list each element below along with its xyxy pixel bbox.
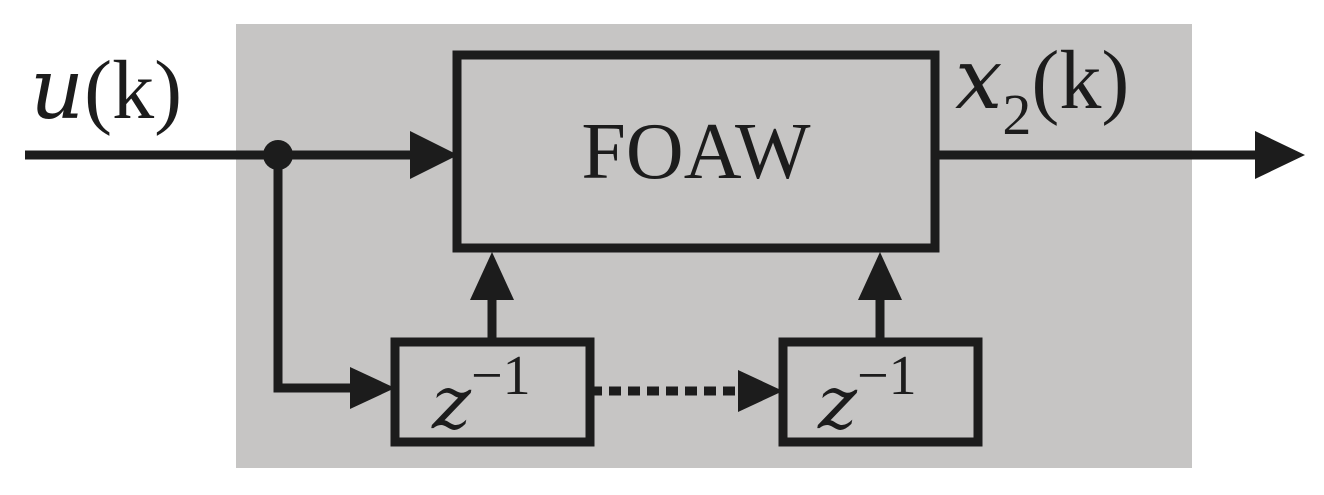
input-arrowhead [410, 131, 458, 179]
output-signal-label: x2(k) [955, 30, 1129, 147]
output-arg: (k) [1031, 34, 1129, 127]
input-arg: (k) [84, 44, 182, 137]
branch-line [273, 155, 355, 393]
delay-2-up-arrowhead [858, 252, 902, 300]
input-var: u [30, 40, 84, 138]
delay-2-var: z [817, 360, 858, 446]
output-var: x [955, 30, 1002, 128]
output-arrowhead [1255, 131, 1305, 179]
delay-block-1-label: z−1 [431, 345, 531, 446]
delay-1-up-arrowhead [470, 252, 514, 300]
delay-1-var: z [431, 360, 472, 446]
foaw-label: FOAW [581, 108, 811, 196]
branch-arrowhead [350, 367, 395, 409]
input-signal-label: u(k) [30, 40, 182, 138]
delay-1-exp: −1 [471, 345, 531, 407]
delay-block-2-label: z−1 [817, 345, 917, 446]
delay-chain-arrowhead [738, 370, 783, 412]
output-subscript: 2 [1002, 82, 1031, 147]
delay-2-exp: −1 [857, 345, 917, 407]
